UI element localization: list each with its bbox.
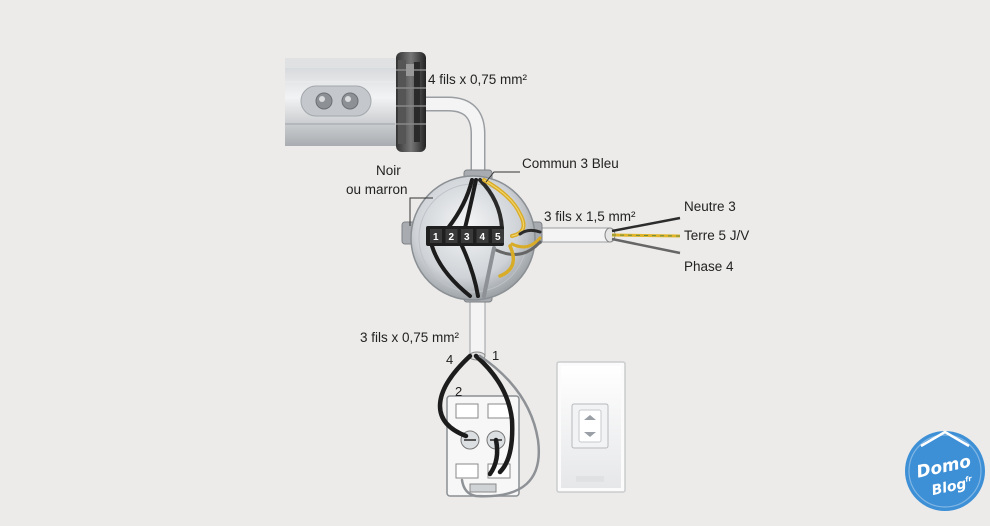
terminal-number: 2 bbox=[449, 232, 455, 243]
switch-mechanism bbox=[446, 395, 520, 497]
label-wire-2: 2 bbox=[455, 384, 462, 399]
label-cable-motor: 4 fils x 0,75 mm² bbox=[428, 72, 528, 87]
label-noir: Noir bbox=[376, 163, 401, 178]
label-terre: Terre 5 J/V bbox=[684, 228, 749, 243]
terminal-number: 5 bbox=[495, 232, 501, 243]
supply-cable bbox=[537, 227, 616, 243]
terminal-slot bbox=[492, 229, 504, 243]
domoblog-logo: Domo Blog fr bbox=[905, 430, 985, 511]
label-ou-marron: ou marron bbox=[346, 182, 408, 197]
wall-switch bbox=[556, 361, 626, 493]
motor-tube bbox=[285, 58, 397, 146]
terminal-number: 4 bbox=[480, 232, 486, 243]
terminal-number: 1 bbox=[433, 232, 439, 243]
label-phase: Phase 4 bbox=[684, 259, 734, 274]
terminal-number: 3 bbox=[464, 232, 470, 243]
wire-phase bbox=[611, 237, 681, 255]
label-cable-supply: 3 fils x 1,5 mm² bbox=[544, 209, 636, 224]
label-commun: Commun 3 Bleu bbox=[522, 156, 619, 171]
leader-lines bbox=[409, 171, 520, 226]
label-wire-4: 4 bbox=[446, 352, 453, 367]
motor-connector-ring bbox=[396, 52, 426, 152]
box-internal-wires bbox=[430, 178, 542, 298]
wire-neutre bbox=[611, 216, 681, 233]
terminal-slot bbox=[430, 229, 442, 243]
terminal-slot bbox=[445, 229, 458, 243]
terminal-slot bbox=[461, 229, 473, 243]
label-cable-switch: 3 fils x 0,75 mm² bbox=[360, 330, 460, 345]
logo-line2: Blog bbox=[930, 476, 968, 499]
switch-cable bbox=[468, 295, 486, 361]
label-neutre: Neutre 3 bbox=[684, 199, 736, 214]
house-roof-icon bbox=[920, 430, 970, 448]
terminal-slot bbox=[476, 229, 489, 243]
logo-suffix: fr bbox=[964, 475, 973, 484]
label-wire-1: 1 bbox=[492, 348, 499, 363]
switch-wires bbox=[437, 353, 541, 498]
